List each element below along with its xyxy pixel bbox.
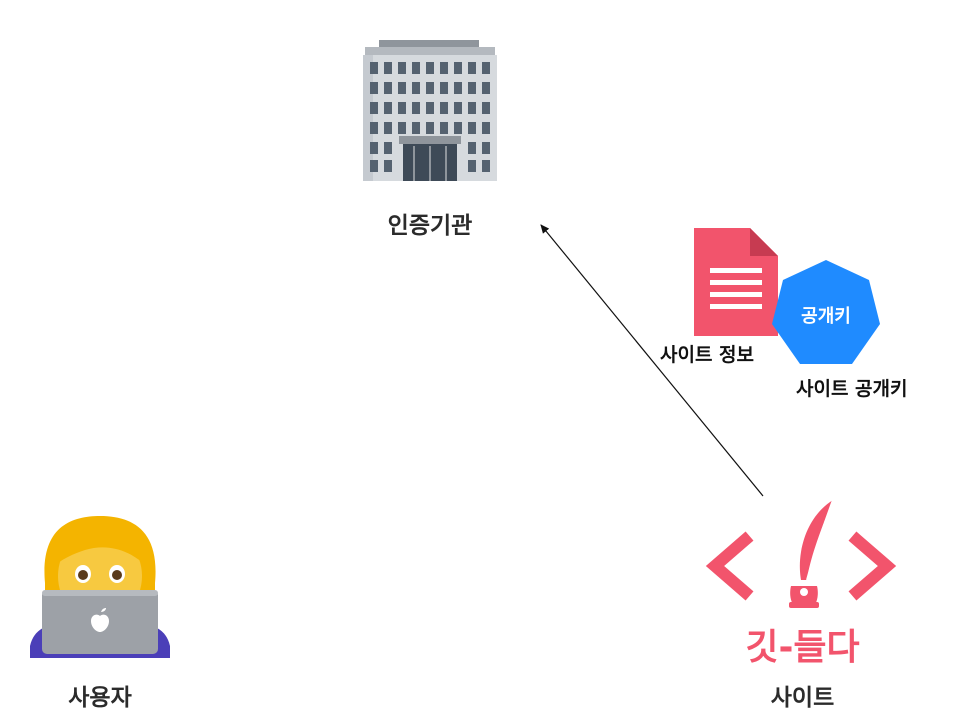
certificate-request: 공개키 사이트 정보 사이트 공개키 [660, 222, 950, 402]
public-key-badge: 공개키 [768, 258, 884, 370]
document-icon [694, 228, 778, 336]
public-key-heptagon-icon [772, 260, 880, 364]
code-quill-logo-icon [705, 499, 897, 608]
arrow-line [540, 224, 764, 497]
authority-node: 인증기관 [355, 38, 505, 239]
woman-technologist-icon [30, 516, 170, 658]
office-building-icon [363, 40, 497, 181]
site-public-key-label: 사이트 공개키 [796, 378, 908, 400]
user-label: 사용자 [68, 685, 132, 711]
site-info-label: 사이트 정보 [660, 344, 755, 366]
site-label: 사이트 [770, 685, 835, 711]
site-node: 깃-들다 사이트 [705, 494, 900, 720]
public-key-badge-text: 공개키 [801, 306, 851, 327]
authority-label: 인증기관 [387, 213, 473, 239]
user-node: 사용자 [25, 508, 175, 720]
site-logo-text: 깃-들다 [745, 627, 860, 668]
